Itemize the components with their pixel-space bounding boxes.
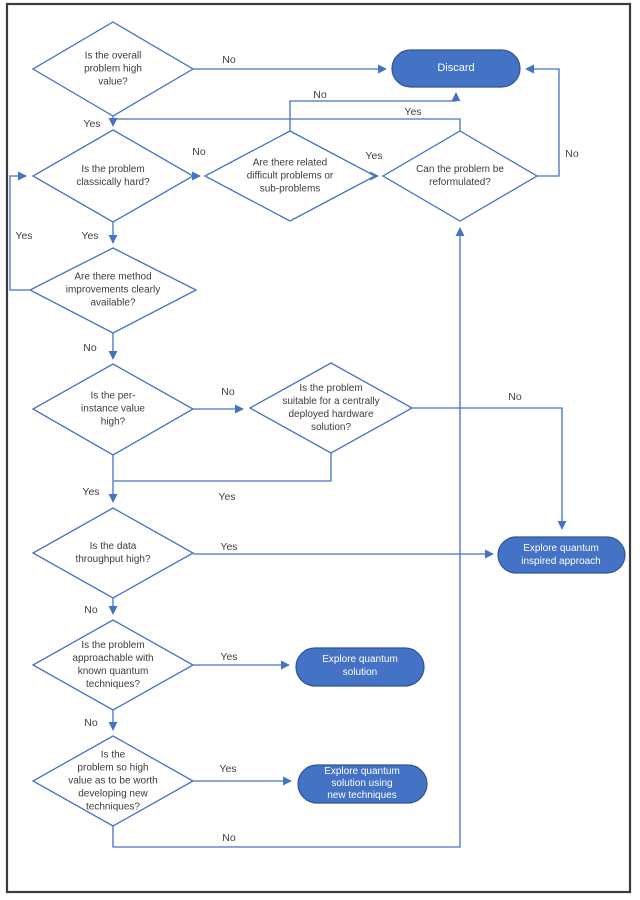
edge-label-d8-yes: Yes xyxy=(220,651,238,663)
edge-label-reform-no: No xyxy=(565,148,579,160)
terminal-quantum-solution-shape xyxy=(295,647,425,687)
decision-known-quantum-shape xyxy=(31,619,195,711)
edge-label-d5-no: No xyxy=(221,386,235,398)
decision-related-problems-label: Are there related difficult problems or … xyxy=(246,157,334,195)
decision-per-instance-value-shape xyxy=(31,363,195,456)
decision-method-improvements-shape xyxy=(28,247,198,334)
decision-per-instance-value-label: Is the per- instance value high? xyxy=(81,390,145,428)
edge-label-d3-yes: Yes xyxy=(365,150,383,162)
edge-d6-yes-merge xyxy=(114,453,332,482)
edge-reform-no-discard xyxy=(525,64,560,177)
edge-d4-yes-d2 xyxy=(9,171,30,291)
edge-d6-no-inspired xyxy=(412,407,567,530)
decision-classically-hard-label: Is the problem classically hard? xyxy=(76,164,150,188)
edge-label-d6-no: No xyxy=(508,391,522,403)
decision-centrally-deployed-shape xyxy=(248,362,414,454)
edge-label-d9-no: No xyxy=(222,832,236,844)
terminal-discard-shape xyxy=(391,49,521,88)
edge-reform-yes-return xyxy=(114,118,461,131)
terminal-quantum-inspired-label: Explore quantum inspired approach xyxy=(521,543,601,567)
terminal-discard-label: Discard xyxy=(437,61,475,74)
edge-label-d5-yes: Yes xyxy=(82,486,100,498)
decision-known-quantum-label: Is the problem approachable with known q… xyxy=(72,640,154,690)
decision-reformulated-label: Can the problem be reformulated? xyxy=(416,164,504,188)
edge-label-d7-yes: Yes xyxy=(220,541,238,553)
edge-d3-no-discard xyxy=(289,92,461,131)
edge-label-d1-no: No xyxy=(222,54,236,66)
terminal-quantum-new-techniques-label: Explore quantum solution using new techn… xyxy=(324,766,400,801)
decision-worth-new-techniques-shape xyxy=(31,735,195,827)
decision-reformulated-shape xyxy=(381,130,539,222)
edge-label-d4-no: No xyxy=(83,342,97,354)
decision-worth-new-techniques-label: Is the problem so high value as to be wo… xyxy=(68,749,158,813)
decision-classically-hard-shape xyxy=(31,129,195,223)
decision-centrally-deployed-label: Is the problem suitable for a centrally … xyxy=(282,383,380,433)
terminal-quantum-new-techniques-shape xyxy=(297,764,428,804)
edge-label-d8-no: No xyxy=(84,717,98,729)
terminal-quantum-inspired-shape xyxy=(497,536,626,574)
edge-label-d6-yes: Yes xyxy=(218,491,236,503)
terminal-quantum-solution-label: Explore quantum solution xyxy=(322,654,398,678)
edge-label-d2-no: No xyxy=(192,146,206,158)
edge-label-d4-yes: Yes xyxy=(15,230,33,242)
edge-label-reform-yes: Yes xyxy=(404,106,422,118)
decision-data-throughput-label: Is the data throughput high? xyxy=(75,541,151,565)
edge-label-d9-yes: Yes xyxy=(219,763,237,775)
decision-data-throughput-shape xyxy=(31,507,195,599)
edge-label-d7-no: No xyxy=(84,604,98,616)
edge-d9-no-reform xyxy=(112,227,465,848)
edge-label-d3-no: No xyxy=(313,89,327,101)
decision-overall-value-shape xyxy=(31,21,195,117)
decision-method-improvements-label: Are there method improvements clearly av… xyxy=(65,271,161,309)
decision-related-problems-shape xyxy=(203,130,377,222)
edge-label-d2-yes: Yes xyxy=(81,230,99,242)
edge-label-d1-yes: Yes xyxy=(83,118,101,130)
decision-overall-value-label: Is the overall problem high value? xyxy=(84,50,142,88)
